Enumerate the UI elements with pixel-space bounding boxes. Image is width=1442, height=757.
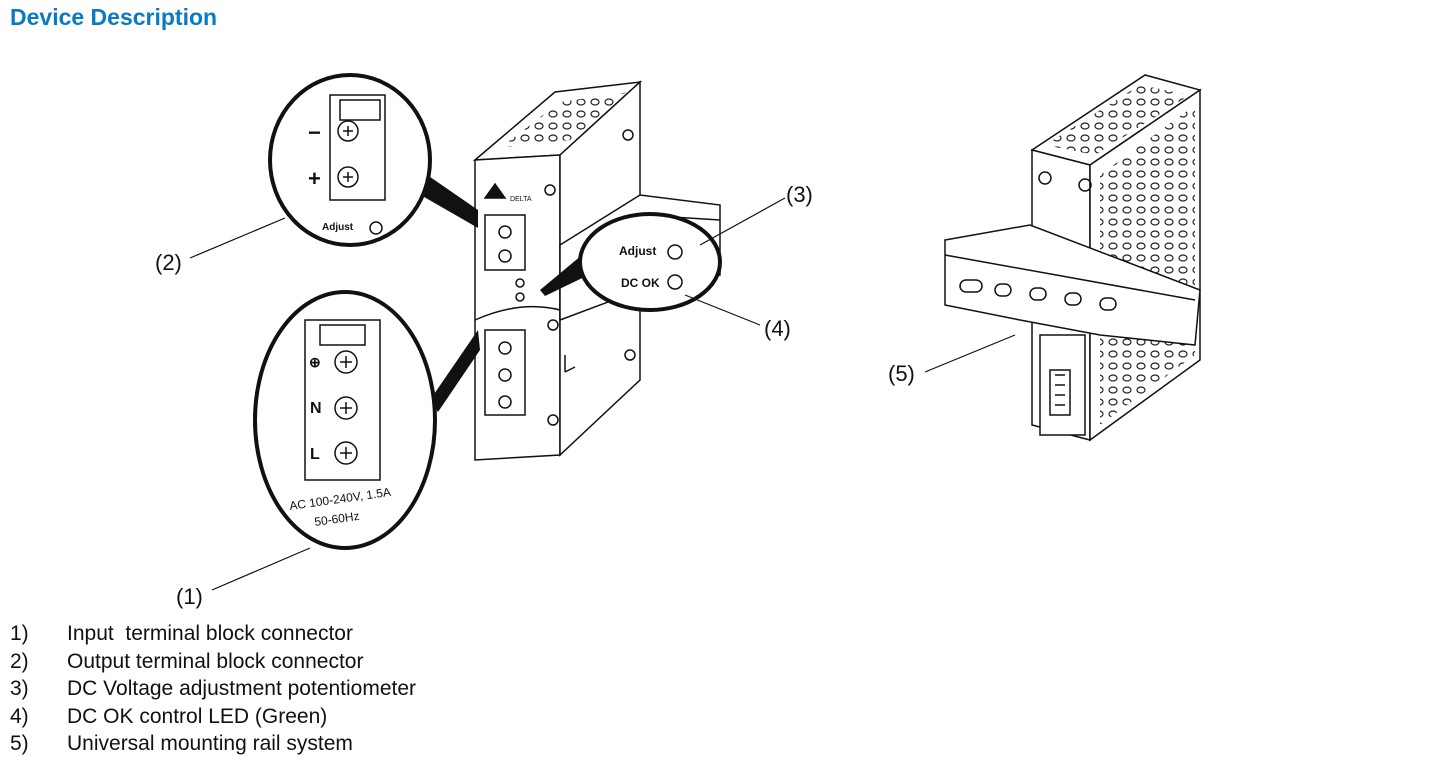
list-item-text: DC OK control LED (Green) — [67, 704, 328, 728]
dc-ok-label: DC OK — [621, 276, 660, 290]
input-terminal-zoom: ⊕ N L AC 100-240V, 1.5A 50-60Hz — [253, 290, 437, 550]
list-item-text: DC Voltage adjustment potentiometer — [67, 677, 417, 700]
list-item-number: 2) — [10, 649, 29, 673]
list-item-number: 3) — [10, 677, 29, 700]
neutral-label: N — [310, 400, 322, 417]
earth-label: ⊕ — [309, 354, 321, 370]
rear-device-view — [944, 74, 1202, 442]
list-item-number: 4) — [10, 704, 29, 728]
callout-4: (4) — [764, 316, 791, 341]
list-item: 2) Output terminal block connector — [10, 648, 416, 676]
list-item: 5) Universal mounting rail system — [10, 730, 416, 757]
callout-5: (5) — [888, 361, 915, 386]
list-item-text: Universal mounting rail system — [67, 732, 353, 755]
callout-3: (3) — [786, 182, 813, 207]
list-item: 3) DC Voltage adjustment potentiometer — [10, 675, 416, 703]
adjust-dcok-zoom: Adjust DC OK — [578, 212, 722, 312]
list-item-number: 5) — [10, 732, 29, 755]
section-title: Device Description — [10, 4, 218, 30]
list-item-text: Output terminal block connector — [67, 649, 364, 673]
device-diagram: DELTA − + Adjust — [155, 73, 1202, 609]
list-item: 1) Input terminal block connector — [10, 620, 416, 648]
callout-1: (1) — [176, 584, 203, 609]
adjust-label: Adjust — [619, 244, 656, 258]
callout-2: (2) — [155, 250, 182, 275]
callout-leaders — [189, 197, 1016, 591]
description-list: 1) Input terminal block connector 2) Out… — [10, 620, 416, 757]
adjust-label-zoom: Adjust — [322, 222, 354, 233]
minus-label: − — [308, 120, 321, 145]
plus-label: + — [308, 166, 321, 191]
output-terminal-zoom: − + Adjust — [268, 73, 432, 247]
list-item-text: Input terminal block connector — [67, 622, 353, 645]
list-item: 4) DC OK control LED (Green) — [10, 703, 416, 731]
brand-label: DELTA — [510, 196, 532, 203]
list-item-number: 1) — [10, 622, 29, 645]
rating-line-2: 50-60Hz — [313, 509, 360, 529]
line-label: L — [310, 446, 320, 463]
